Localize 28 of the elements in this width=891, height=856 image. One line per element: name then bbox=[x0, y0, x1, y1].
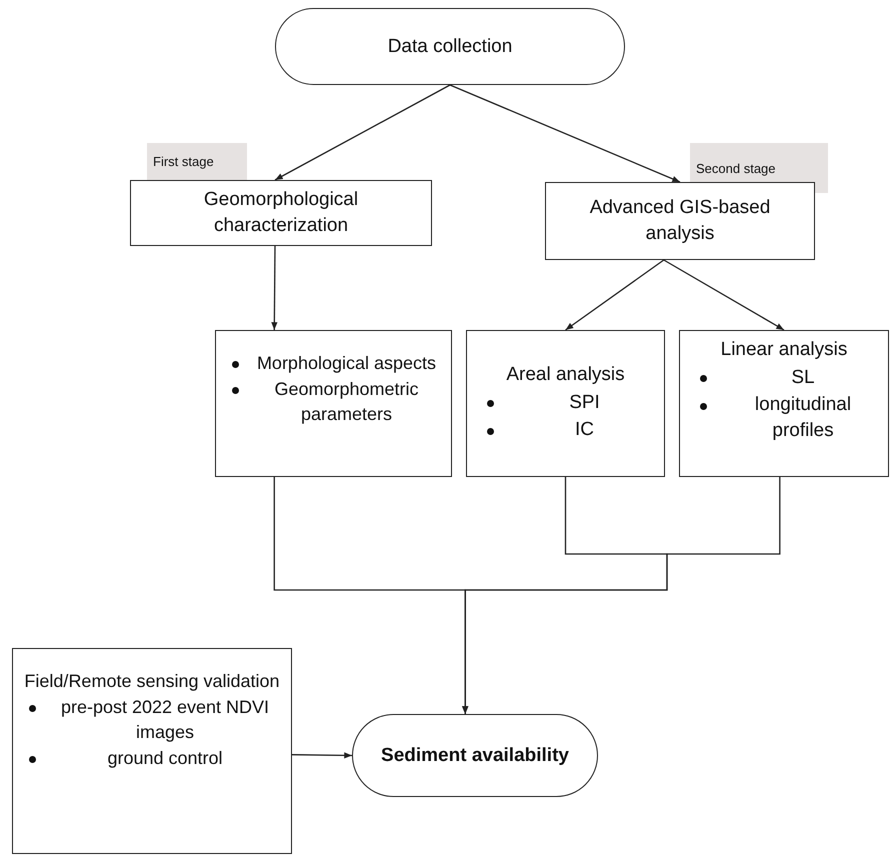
bullet-item: Morphological aspects bbox=[220, 351, 447, 376]
process-box bbox=[215, 330, 452, 477]
process-box bbox=[12, 648, 292, 854]
arrow bbox=[663, 259, 784, 331]
bullet-item: Geomorphometric parameters bbox=[220, 377, 447, 426]
arrow bbox=[462, 477, 780, 714]
process-box bbox=[679, 330, 889, 477]
bullet-item: longitudinal profiles bbox=[688, 392, 880, 444]
arrow bbox=[274, 84, 450, 181]
stage-tag: First stage bbox=[147, 143, 247, 180]
box-heading: Areal analysis bbox=[505, 363, 626, 388]
box-text: Geomorphological characterization bbox=[202, 188, 360, 238]
process-box bbox=[466, 330, 665, 477]
box-text: Advanced GIS-based analysis bbox=[588, 196, 772, 246]
bullet-item: ground control bbox=[17, 746, 287, 770]
bullet-item: SPI bbox=[475, 390, 656, 416]
bullet-item: IC bbox=[475, 417, 656, 443]
bullet-item: SL bbox=[688, 364, 880, 390]
process-box bbox=[130, 180, 432, 246]
arrow bbox=[271, 246, 278, 330]
box-heading: Field/Remote sensing validation bbox=[23, 670, 281, 693]
box-text: Data collection bbox=[386, 34, 514, 59]
arrow bbox=[565, 259, 664, 331]
box-heading: Linear analysis bbox=[720, 338, 848, 362]
arrow bbox=[450, 84, 680, 183]
process-box bbox=[545, 182, 815, 260]
arrow bbox=[292, 752, 352, 759]
box-text: Sediment availability bbox=[380, 744, 570, 768]
